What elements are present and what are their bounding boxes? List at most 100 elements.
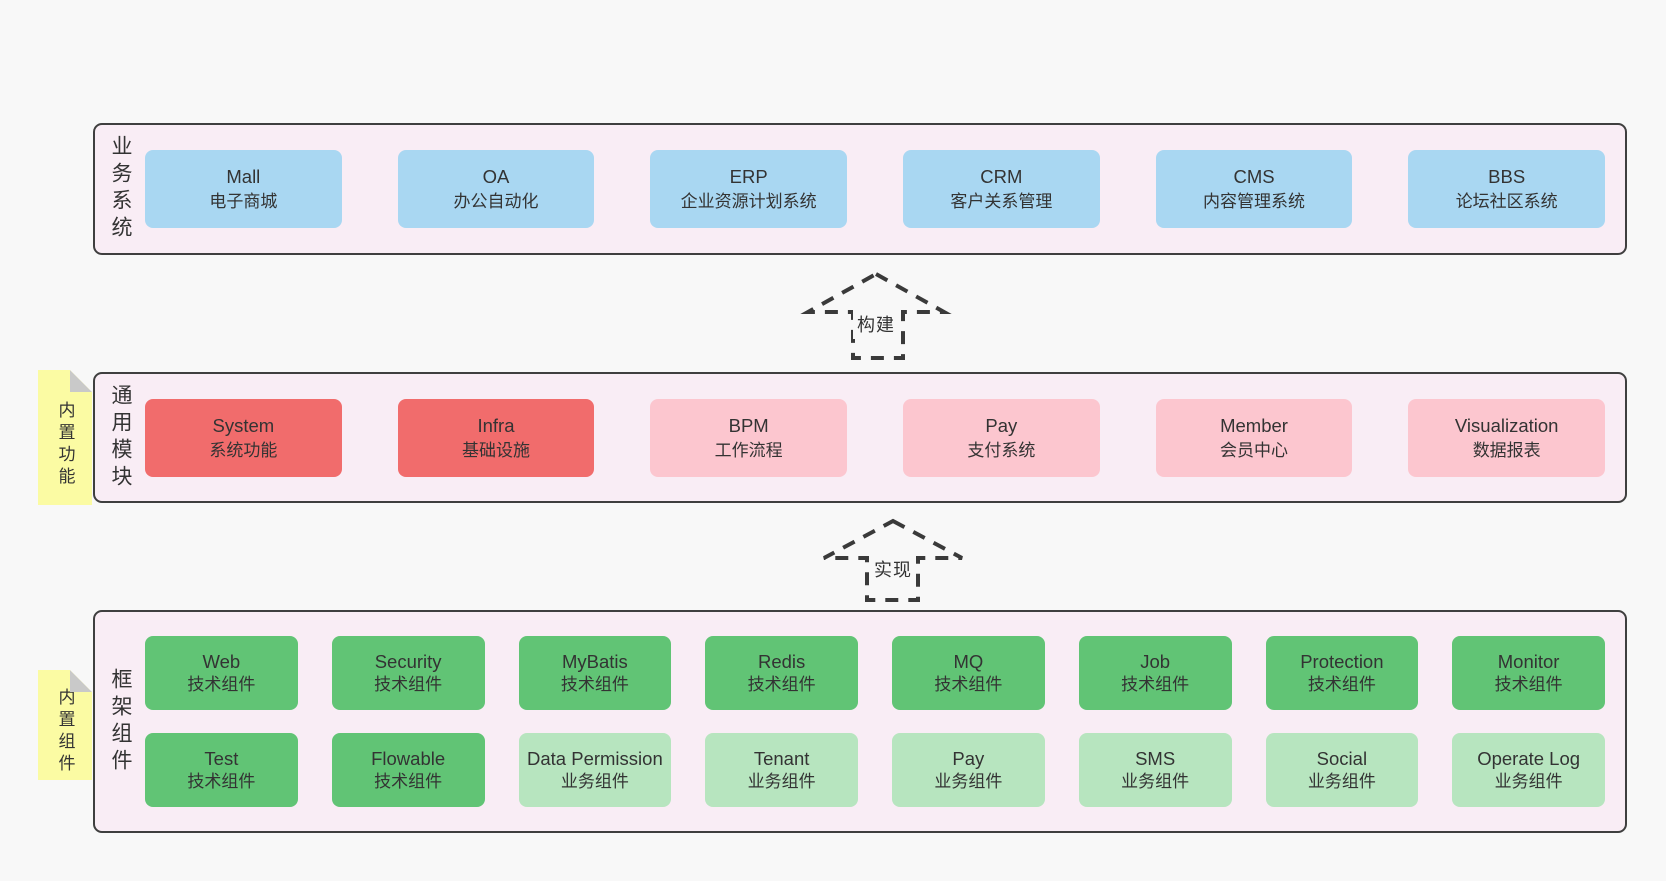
box-title: Pay [985,414,1018,436]
box-title: MyBatis [561,651,628,672]
box-subtitle: 技术组件 [1121,675,1190,694]
box-redis: Redis 技术组件 [705,636,858,710]
box-title: Tenant [753,748,810,769]
box-subtitle: 工作流程 [714,440,783,460]
box-subtitle: 内容管理系统 [1203,192,1306,211]
box-title: ERP [729,166,768,187]
box-title: Member [1220,414,1288,436]
arrow-label-implement: 实现 [870,554,916,584]
box-subtitle: 论坛社区系统 [1455,192,1558,211]
arrow-label-build: 构建 [853,309,899,339]
box-erp: ERP 企业资源计划系统 [650,150,848,228]
band-label: 通用模块 [95,374,145,501]
box-mq: MQ 技术组件 [892,636,1045,710]
box-subtitle: 业务组件 [934,772,1003,791]
up-arrow-outline [823,518,963,602]
box-subtitle: 技术组件 [560,675,629,694]
box-web: Web 技术组件 [145,636,298,710]
box-system: System 系统功能 [145,398,342,477]
box-title: OA [482,166,510,187]
box-subtitle: 基础设施 [462,440,530,460]
box-title: Test [204,748,239,769]
box-title: Flowable [371,748,446,769]
box-row: System 系统功能 Infra 基础设施 BPM 工作流程 Pay 支付系统 Member 会… [145,398,1606,477]
box-tenant: Tenant 业务组件 [705,733,858,807]
box-mybatis: MyBatis 技术组件 [518,636,672,710]
band-label-text: 通用模块 [109,383,132,492]
box-bbs: BBS 论坛社区系统 [1408,150,1606,228]
box-title: Protection [1300,651,1384,672]
box-title: Job [1140,651,1171,672]
sticky-note-label: 内置组件 [55,688,75,776]
box-subtitle: 业务组件 [1494,772,1563,791]
box-subtitle: 技术组件 [187,675,256,694]
box-subtitle: 办公自动化 [453,192,539,211]
box-title: Infra [477,414,515,436]
sticky-note-built-in-components: 内置组件 [38,670,92,780]
box-subtitle: 技术组件 [1494,675,1563,694]
box-cms: CMS 内容管理系统 [1155,150,1353,228]
box-title: Data Permission [527,748,663,769]
box-security: Security 技术组件 [331,636,485,710]
up-arrow-build [800,271,952,360]
sticky-note-built-in-features: 内置功能 [38,370,92,505]
box-subtitle: 业务组件 [560,772,629,791]
box-subtitle: 支付系统 [967,440,1036,460]
box-title: BPM [728,414,769,436]
box-visualization: Visualization 数据报表 [1408,398,1606,477]
box-member: Member 会员中心 [1155,398,1353,477]
sticky-note-label: 内置功能 [55,400,75,489]
box-title: Operate Log [1477,748,1581,769]
box-protection: Protection 技术组件 [1265,636,1419,710]
box-subtitle: 会员中心 [1220,440,1289,460]
up-arrow-outline [800,271,952,360]
box-operate-log: Operate Log 业务组件 [1452,733,1605,807]
box-subtitle: 客户关系管理 [950,192,1053,211]
box-monitor: Monitor 技术组件 [1452,636,1605,710]
box-title: BBS [1488,166,1526,187]
band-label: 业务系统 [95,125,145,253]
box-title: Monitor [1497,651,1560,672]
box-bpm: BPM 工作流程 [650,398,848,477]
up-arrow-implement [823,518,963,602]
box-flowable: Flowable 技术组件 [331,733,485,807]
box-subtitle: 技术组件 [374,675,443,694]
box-title: Web [202,651,241,672]
box-subtitle: 数据报表 [1472,440,1541,460]
box-title: System [212,414,275,436]
box-pay: Pay 支付系统 [903,398,1100,477]
band-label-text: 框架组件 [109,667,132,776]
box-title: Security [374,651,442,672]
box-title: Social [1316,748,1368,769]
box-subtitle: 业务组件 [747,772,816,791]
box-subtitle: 企业资源计划系统 [680,192,817,211]
box-title: Mall [226,166,261,187]
box-infra: Infra 基础设施 [397,398,595,477]
box-title: Redis [757,651,806,672]
box-subtitle: 系统功能 [209,440,278,460]
box-title: CMS [1233,166,1275,187]
box-subtitle: 技术组件 [747,675,816,694]
band-label-text: 业务系统 [109,135,132,243]
box-subtitle: 技术组件 [934,675,1003,694]
box-title: Visualization [1454,414,1559,436]
box-title: SMS [1135,748,1176,769]
box-data-permission: Data Permission 业务组件 [518,733,672,807]
box-subtitle: 技术组件 [374,772,443,791]
band-content: System 系统功能 Infra 基础设施 BPM 工作流程 Pay 支付系统 Member 会… [145,374,1625,501]
box-subtitle: 技术组件 [1307,675,1376,694]
box-title: MQ [953,651,984,672]
